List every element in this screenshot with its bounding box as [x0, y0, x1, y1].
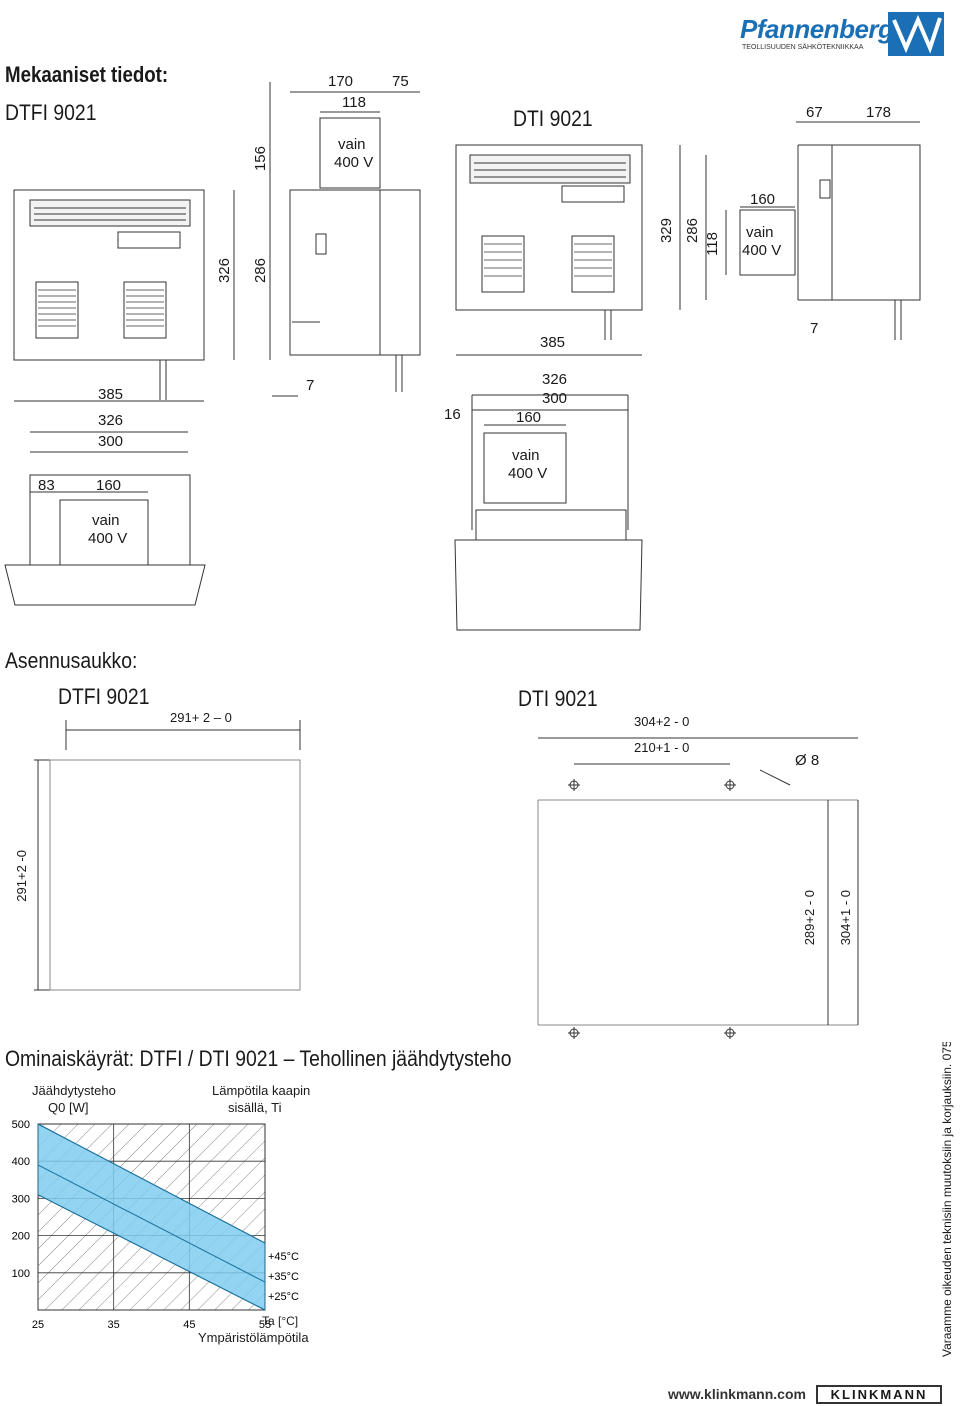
chart-y-tick-label: 500 [12, 1119, 30, 1131]
voltage-label-2: 400 V [742, 242, 782, 259]
dim-16: 16 [444, 406, 461, 423]
dtfi-top-view [4, 395, 298, 606]
dim-300-dti: 300 [542, 390, 568, 407]
voltage-label-4: 400 V [508, 465, 548, 482]
curves-heading: Ominaiskäyrät: DTFI / DTI 9021 – Teholli… [5, 1046, 512, 1071]
dim-67: 67 [806, 104, 823, 121]
chart-x-tick-label: 35 [108, 1319, 120, 1331]
chart-series-line [37, 1123, 266, 1244]
chart-x-tick-label: 55 [259, 1319, 271, 1331]
side-note: Varaamme oikeuden teknisiin muutoksiin j… [940, 1042, 954, 1357]
dim-160-dti-side: 160 [750, 191, 776, 208]
chart-series-label: +35°C [268, 1271, 299, 1283]
voltage-label-1: 400 V [334, 154, 374, 171]
dim-326-dtfi-top: 326 [98, 412, 124, 429]
dim-385-dti: 385 [540, 334, 566, 351]
chart-inside-label-1: Lämpötila kaapin [212, 1083, 311, 1098]
dti-title-top: DTI 9021 [513, 106, 593, 131]
mount-w210: 210+1 - 0 [634, 740, 690, 755]
voltage-label-3: 400 V [88, 530, 128, 547]
mechanical-heading: Mekaaniset tiedot: [5, 62, 169, 87]
logo-mark-icon [888, 12, 944, 56]
dtfi-title-top: DTFI 9021 [5, 100, 97, 125]
chart-y-tick-label: 300 [12, 1193, 30, 1205]
dtfi-title-mount: DTFI 9021 [58, 684, 150, 709]
dtfi-side-view [289, 91, 421, 392]
dim-7-dtfi: 7 [306, 377, 315, 394]
chart-series-line [37, 1194, 266, 1311]
dti-side-view [705, 121, 921, 340]
dti-front-view [455, 144, 681, 356]
dim-7-dti: 7 [810, 320, 819, 337]
logo-brand: Pfannenberg [740, 14, 894, 44]
chart-xlabel: Ympäristölämpötila [198, 1330, 309, 1345]
dti-title-mount: DTI 9021 [518, 686, 598, 711]
mount-w291: 291+ 2 – 0 [170, 710, 232, 725]
klinkmann-logo: KLINKMANN [816, 1385, 942, 1404]
footer-url[interactable]: www.klinkmann.com [668, 1386, 806, 1402]
logo-tagline: TEOLLISUUDEN SÄHKÖTEKNIIKKAA [742, 44, 864, 51]
dim-160-dtfi: 160 [96, 477, 122, 494]
dim-300-dtfi: 300 [98, 433, 124, 450]
mount-hole-dia: Ø 8 [795, 752, 820, 769]
cooling-curve-chart: 100 200 300 400 500 25 35 45 55 +45°C +35°C +25°C [12, 1119, 299, 1331]
dtfi-front-view [13, 82, 271, 400]
mount-h291: 291+2 -0 [14, 850, 29, 902]
vain-label-2: vain [746, 224, 774, 241]
dti-top-view [454, 394, 643, 631]
dim-75: 75 [392, 73, 409, 90]
chart-ylabel-1: Jäähdytysteho [32, 1083, 116, 1098]
chart-y-tick-label: 100 [12, 1268, 30, 1280]
chart-x-tick-label: 45 [183, 1319, 195, 1331]
mount-h289: 289+2 - 0 [802, 890, 817, 946]
chart-series-label: +45°C [268, 1251, 299, 1263]
chart-ylabel-2: Q0 [W] [48, 1100, 89, 1115]
vain-label-4: vain [512, 447, 540, 464]
chart-series-line [37, 1164, 266, 1283]
dim-385-dtfi: 385 [98, 386, 124, 403]
mechanical-drawings [4, 82, 921, 631]
dim-83: 83 [38, 477, 55, 494]
dim-178: 178 [866, 104, 892, 121]
chart-y-tick-label: 200 [12, 1231, 30, 1243]
vain-label-1: vain [338, 136, 366, 153]
vain-label-3: vain [92, 512, 120, 529]
dim-326-dti-top: 326 [542, 371, 568, 388]
chart-xlabel-unit: Ta [°C] [262, 1314, 299, 1328]
pfannenberg-logo: Pfannenberg TEOLLISUUDEN SÄHKÖTEKNIIKKAA [740, 12, 945, 56]
chart-y-tick-label: 400 [12, 1156, 30, 1168]
mounting-heading: Asennusaukko: [5, 648, 138, 673]
mounting-drawings [34, 720, 859, 1039]
dim-160-dti-top: 160 [516, 409, 542, 426]
dim-170: 170 [328, 73, 354, 90]
chart-series-label: +25°C [268, 1291, 299, 1303]
mount-h304: 304+1 - 0 [838, 890, 853, 946]
mount-w304: 304+2 - 0 [634, 714, 690, 729]
dim-118: 118 [342, 94, 366, 111]
chart-inside-label-2: sisällä, Ti [228, 1100, 282, 1115]
chart-x-tick-label: 25 [32, 1319, 44, 1331]
